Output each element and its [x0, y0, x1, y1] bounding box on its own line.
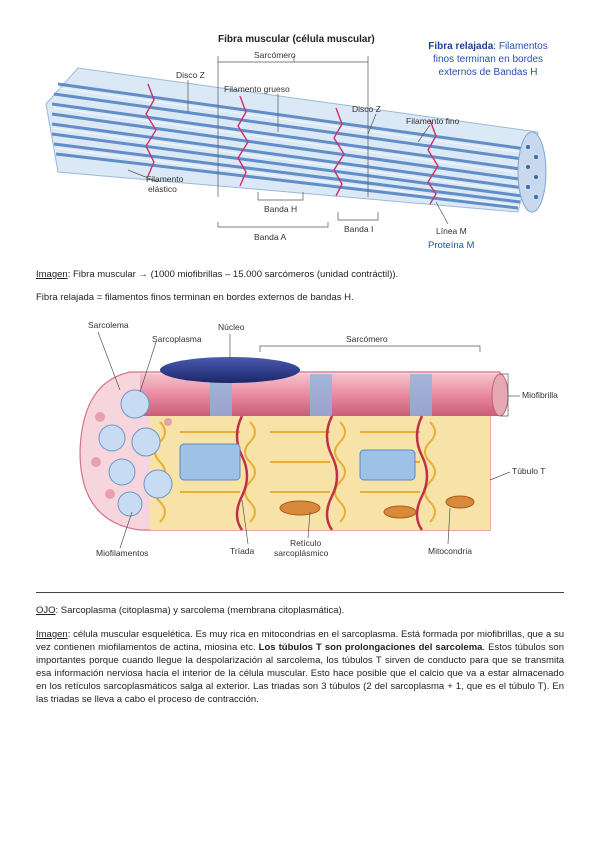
label-mitocondria: Mitocondria [428, 546, 472, 556]
label-triada: Tríada [230, 546, 255, 556]
note-label-ojo: OJO [36, 605, 56, 616]
relaxed-fiber-note-text: : Filamentos finos terminan en bordes ex… [432, 41, 548, 78]
muscle-fiber-illustration [45, 56, 547, 228]
label-reticulo-2: sarcoplásmico [274, 548, 329, 558]
figure1-title: Fibra muscular (célula muscular) [218, 34, 375, 45]
caption-paragraph-1: Imagen: Fibra muscular → (1000 miofibril… [36, 268, 564, 281]
label-banda-i: Banda I [344, 224, 374, 234]
caption-paragraph-2: Fibra relajada = filamentos finos termin… [36, 292, 354, 303]
label-disco-z-left: Disco Z [176, 70, 205, 80]
label-tubulo-t: Túbulo T [512, 466, 546, 476]
skeletal-muscle-cell-illustration [79, 331, 520, 549]
caption-text-1: : Fibra muscular → (1000 miofibrillas – … [67, 269, 399, 280]
label-sarcomero-2: Sarcómero [346, 334, 388, 344]
label-proteina-m: Proteína M [428, 240, 475, 251]
label-nucleo: Núcleo [218, 322, 245, 332]
relaxed-fiber-note-title: Fibra relajada [428, 41, 494, 52]
label-disco-z-right: Disco Z [352, 104, 381, 114]
label-filamento-fino: Filamento fino [406, 116, 460, 126]
label-reticulo-1: Retículo [290, 538, 322, 548]
label-banda-a: Banda A [254, 232, 287, 242]
description-paragraph: Imagen: célula muscular esquelética. Es … [36, 628, 564, 706]
label-banda-h: Banda H [264, 204, 298, 214]
caption-label-imagen: Imagen [36, 269, 68, 280]
label-linea-m: Línea M [436, 226, 467, 236]
description-bold: Los túbulos T son prolongaciones del sar… [258, 642, 483, 653]
relaxed-fiber-note: Fibra relajada: Filamentos finos termina… [418, 40, 558, 79]
description-text-b: . Estos túbulos son importantes porque c… [36, 642, 564, 705]
description-text-a: : célula muscular esquelética. Es muy ri… [36, 629, 564, 653]
note-paragraph: OJO: Sarcoplasma (citoplasma) y sarcolem… [36, 604, 564, 617]
muscle-fiber-diagram: Fibra muscular (célula muscular) Sarcóme… [18, 22, 578, 262]
label-filamento-elastico-1: Filamento [146, 174, 184, 184]
label-miofilamentos: Miofilamentos [96, 548, 149, 558]
section-divider [36, 592, 564, 593]
label-sarcolema: Sarcolema [88, 320, 129, 330]
label-sarcoplasma: Sarcoplasma [152, 334, 202, 344]
label-miofibrilla: Miofibrilla [522, 390, 558, 400]
label-filamento-grueso: Filamento grueso [224, 84, 290, 94]
skeletal-muscle-cell-diagram: Sarcolema Núcleo Sarcoplasma Sarcómero M… [60, 312, 570, 574]
description-label-imagen: Imagen [36, 629, 68, 640]
label-sarcomero: Sarcómero [254, 50, 296, 60]
note-text: : Sarcoplasma (citoplasma) y sarcolema (… [55, 605, 345, 616]
label-filamento-elastico-2: elástico [148, 184, 177, 194]
